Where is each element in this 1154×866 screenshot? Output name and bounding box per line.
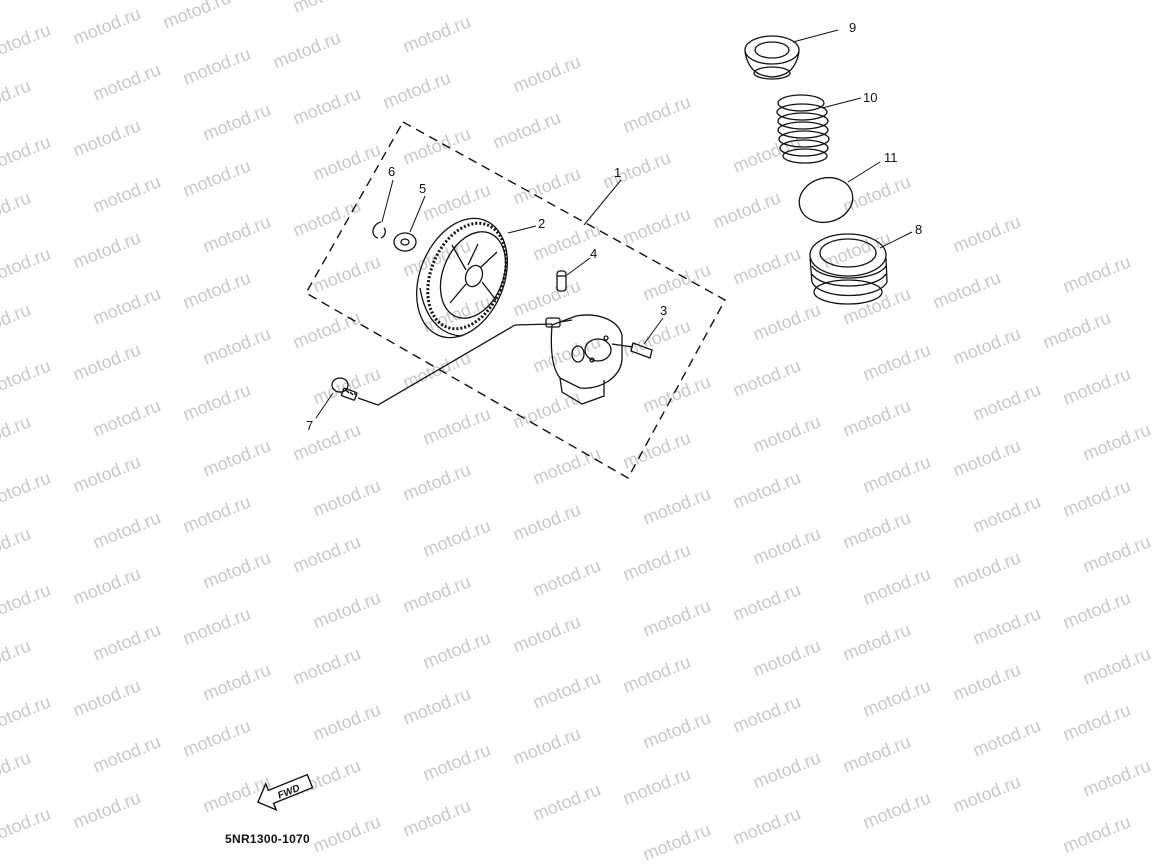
- diagram-code: 5NR1300-1070: [225, 832, 310, 846]
- part-5-washer: [393, 232, 417, 252]
- part-8-plug: [809, 233, 888, 305]
- leader-lines: [315, 29, 913, 419]
- callout-8: 8: [915, 222, 922, 237]
- assembly-boundary: [305, 121, 726, 479]
- part-6-circlip: [372, 221, 386, 239]
- callout-11: 11: [884, 150, 898, 165]
- part-7-screw: [331, 377, 358, 401]
- callout-5: 5: [419, 181, 426, 196]
- callout-7: 7: [306, 418, 313, 433]
- part-11-o-ring: [798, 176, 854, 224]
- pump-body: [545, 314, 623, 405]
- callout-9: 9: [849, 20, 856, 35]
- callout-labels: 1 2 3 4 5 6 7 8 9 10 11: [306, 20, 922, 433]
- fwd-arrow: FWD: [257, 773, 314, 812]
- callout-3: 3: [660, 303, 667, 318]
- callout-1: 1: [614, 165, 621, 180]
- callout-2: 2: [538, 216, 545, 231]
- callout-4: 4: [590, 246, 597, 261]
- part-4-dowel-pin: [556, 270, 567, 292]
- part-3-pin: [611, 342, 653, 359]
- callout-6: 6: [388, 164, 395, 179]
- screw-connector-line: [357, 323, 553, 406]
- callout-10: 10: [863, 90, 877, 105]
- part-2-gear: [416, 217, 508, 339]
- part-9-cap: [744, 35, 800, 80]
- part-10-spring: [776, 94, 830, 164]
